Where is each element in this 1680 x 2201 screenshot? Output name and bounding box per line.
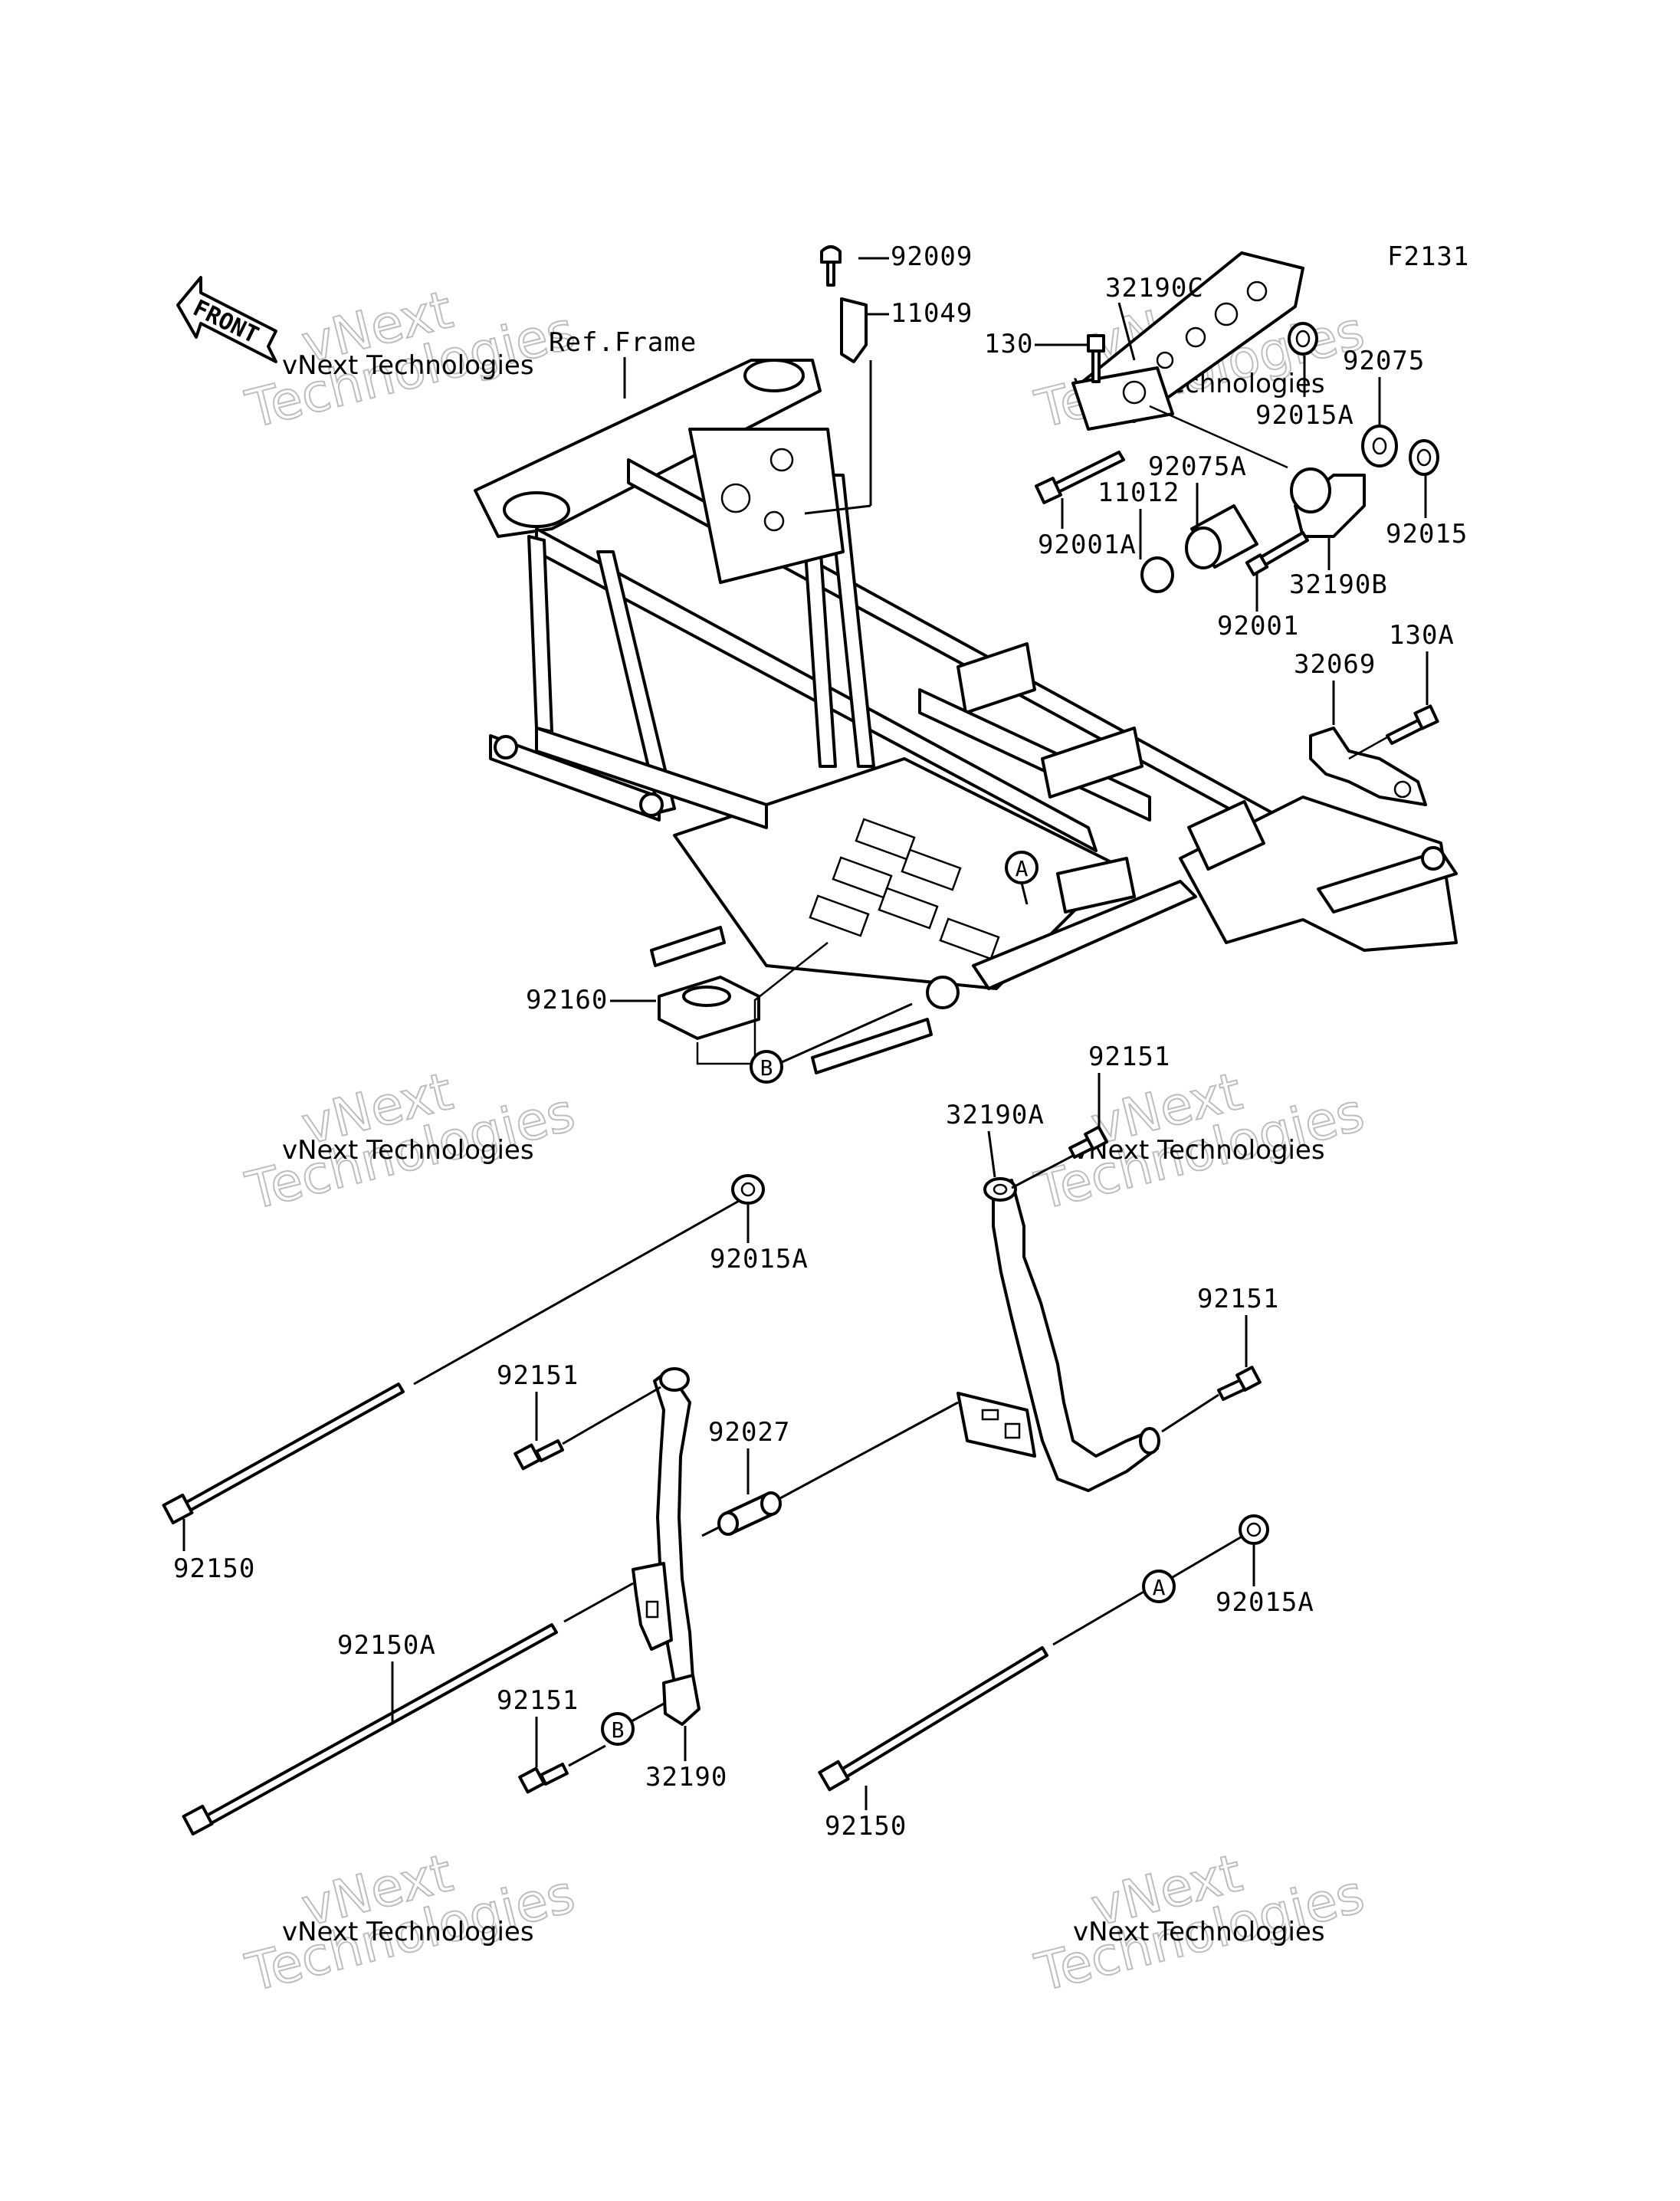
bracket-32190 bbox=[632, 1367, 701, 1726]
part-label: 92075A bbox=[1148, 451, 1247, 482]
watermark-mid-left: vNext Technologies bbox=[240, 1061, 582, 1223]
part-label: 92151 bbox=[497, 1360, 579, 1391]
nut-92015A-mid bbox=[731, 1174, 765, 1205]
leader-line bbox=[1348, 736, 1388, 760]
leader-line bbox=[1149, 405, 1288, 469]
leader-line bbox=[1117, 302, 1136, 361]
bolt-92151-a bbox=[1068, 1125, 1108, 1159]
diagram-code: F2131 bbox=[1387, 241, 1469, 272]
leader-line bbox=[568, 1744, 606, 1767]
svg-text:A: A bbox=[1016, 856, 1029, 881]
leader-line bbox=[1161, 1393, 1219, 1433]
watermark-top-left: vNext Technologies bbox=[240, 279, 582, 441]
watermark-bottom-left: vNext Technologies bbox=[240, 1842, 582, 2005]
part-label: 92151 bbox=[497, 1685, 579, 1716]
leader-line bbox=[987, 1130, 996, 1178]
leader-line bbox=[413, 1199, 741, 1386]
callout-B-frame: B bbox=[750, 1002, 913, 1084]
nut-92015A-bot bbox=[1239, 1514, 1269, 1545]
part-label: 92015A bbox=[1255, 400, 1354, 431]
part-label: 92151 bbox=[1088, 1041, 1170, 1072]
svg-text:FRONT: FRONT bbox=[189, 295, 263, 349]
svg-text:A: A bbox=[1153, 1575, 1166, 1600]
watermark-text: vNext Technologies bbox=[1073, 1135, 1325, 1166]
part-label: 92150A bbox=[337, 1630, 436, 1661]
part-label: 92001A bbox=[1038, 530, 1137, 560]
leader-line bbox=[1172, 1534, 1244, 1579]
watermark-text: vNext Technologies bbox=[1073, 1917, 1325, 1947]
part-label: 92009 bbox=[891, 241, 973, 272]
part-label: 92015 bbox=[1386, 519, 1468, 549]
front-arrow-icon: FRONT bbox=[176, 276, 277, 363]
part-label: 92015A bbox=[1216, 1587, 1314, 1618]
nut-92015 bbox=[1409, 439, 1439, 476]
part-label: 92150 bbox=[173, 1553, 255, 1584]
bolt-92150-right bbox=[818, 1646, 1048, 1792]
bolt-92150A bbox=[182, 1623, 558, 1836]
leader-line bbox=[701, 1525, 721, 1537]
part-label: 11012 bbox=[1098, 477, 1180, 508]
bolt-92151-c bbox=[514, 1439, 564, 1471]
part-label: 32190B bbox=[1289, 569, 1388, 600]
svg-text:B: B bbox=[760, 1055, 773, 1081]
watermark-mid-right: vNext Technologies bbox=[1029, 1061, 1371, 1223]
watermark-text: vNext Technologies bbox=[282, 350, 534, 381]
atv-frame bbox=[474, 359, 1458, 1074]
bushing-92075A bbox=[1185, 504, 1258, 569]
callout-A-frame: A bbox=[1005, 851, 1039, 905]
part-label: 32069 bbox=[1294, 649, 1376, 680]
callout-A-bolt: A bbox=[1142, 1570, 1176, 1603]
part-label: 130 bbox=[984, 329, 1033, 359]
part-label: 92150 bbox=[825, 1811, 907, 1842]
washer-11012 bbox=[1140, 556, 1174, 593]
watermark-bottom-right: vNext Technologies bbox=[1029, 1842, 1371, 2005]
bolt-92151-b bbox=[1217, 1366, 1262, 1401]
washer-92075 bbox=[1361, 425, 1398, 467]
part-label: 92160 bbox=[526, 985, 608, 1015]
watermark-text: vNext Technologies bbox=[282, 1135, 534, 1166]
leader-line bbox=[562, 1386, 661, 1445]
leader-line bbox=[563, 1582, 634, 1623]
nut-92015A-top bbox=[1288, 322, 1318, 356]
part-label: 92027 bbox=[708, 1417, 790, 1448]
part-label: 92001 bbox=[1217, 611, 1299, 641]
part-label: 130A bbox=[1389, 620, 1455, 651]
bolt-92151-d bbox=[518, 1763, 569, 1794]
callout-B-bolt: B bbox=[601, 1712, 635, 1746]
part-label: 11049 bbox=[891, 298, 973, 329]
ref-frame-label: Ref.Frame bbox=[549, 327, 697, 358]
bolt-92150-left bbox=[162, 1383, 405, 1525]
collar-92027 bbox=[717, 1491, 782, 1536]
part-label: 32190A bbox=[946, 1100, 1045, 1130]
part-label: 32190C bbox=[1105, 273, 1204, 303]
part-label: 92015A bbox=[710, 1244, 809, 1274]
part-label: 92151 bbox=[1197, 1284, 1279, 1314]
part-label: 92075 bbox=[1343, 346, 1425, 376]
bolt-130A bbox=[1386, 704, 1439, 745]
bolt-92001A bbox=[1035, 451, 1125, 504]
part-label: 32190 bbox=[645, 1762, 727, 1793]
cushion-92160 bbox=[658, 976, 760, 1040]
svg-text:B: B bbox=[612, 1717, 625, 1743]
leader-line bbox=[631, 1701, 666, 1723]
leader-line bbox=[804, 504, 871, 515]
leader-line bbox=[1011, 1154, 1074, 1189]
bracket-32190A bbox=[956, 1177, 1160, 1492]
bracket-32190B bbox=[1290, 467, 1366, 538]
screw-92009 bbox=[820, 245, 842, 287]
watermark-text: vNext Technologies bbox=[282, 1917, 534, 1947]
leader-line bbox=[1052, 1589, 1146, 1646]
bolt-130 bbox=[1087, 334, 1105, 383]
bracket-32069 bbox=[1309, 727, 1427, 806]
leader-line bbox=[778, 1401, 959, 1501]
clamp-11049 bbox=[840, 297, 868, 363]
bolt-92001 bbox=[1245, 531, 1309, 576]
